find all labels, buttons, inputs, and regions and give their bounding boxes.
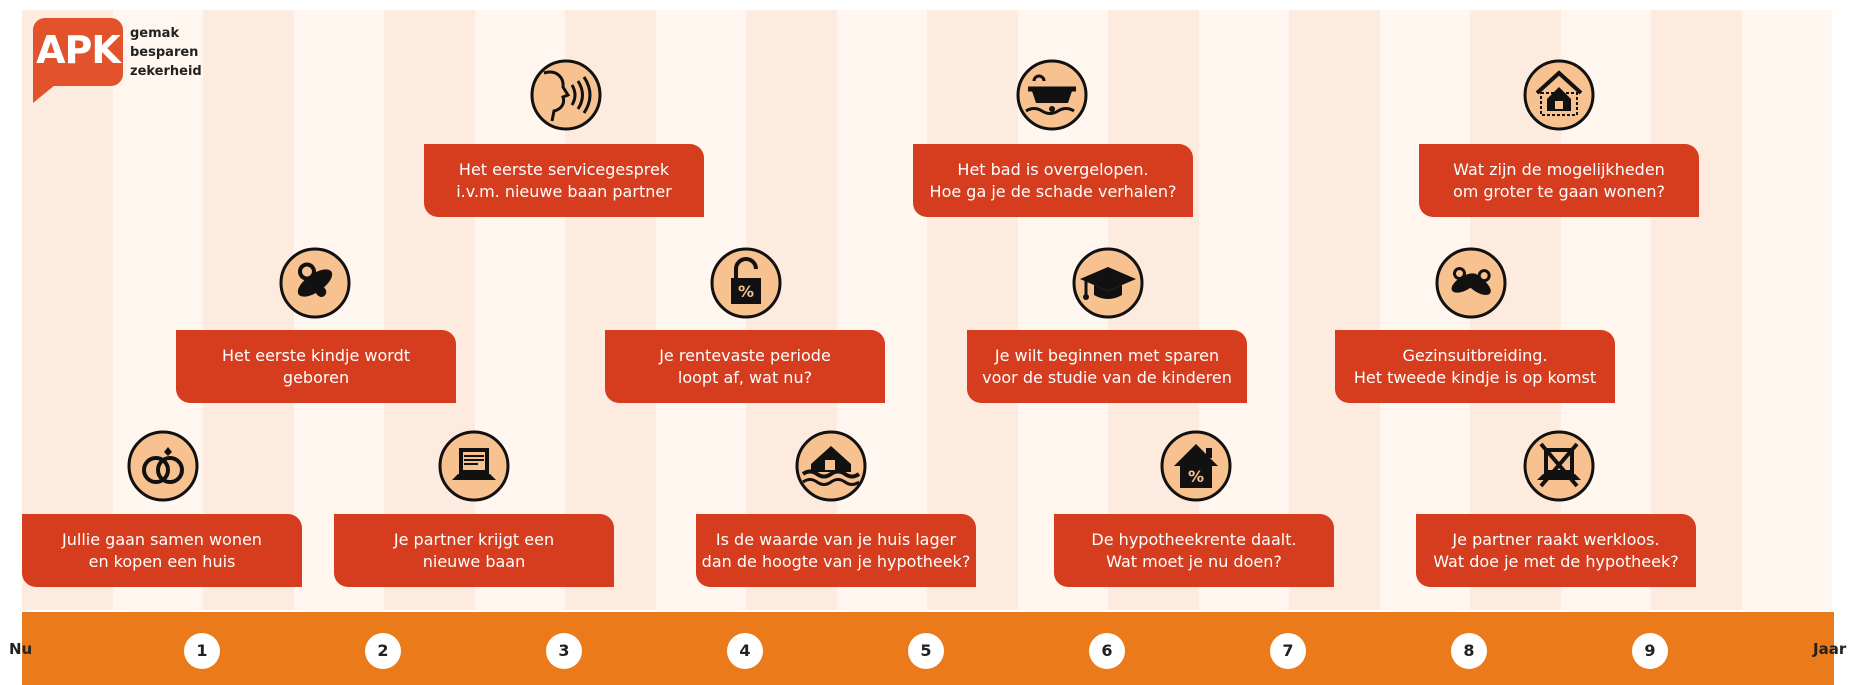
event-bubble: De hypotheekrente daalt. Wat moet je nu … bbox=[1054, 514, 1334, 587]
unlocked-percent-icon: % bbox=[710, 247, 782, 319]
event-bubble: Je partner raakt werkloos. Wat doe je me… bbox=[1416, 514, 1696, 587]
event-bubble: Is de waarde van je huis lager dan de ho… bbox=[696, 514, 976, 587]
pacifier-icon bbox=[279, 247, 351, 319]
background-stripe bbox=[112, 10, 203, 610]
year-tick: 5 bbox=[908, 633, 944, 669]
event-bubble: Het eerste servicegesprek i.v.m. nieuwe … bbox=[424, 144, 704, 217]
year-tick: 1 bbox=[184, 633, 220, 669]
apk-logo: APK bbox=[33, 18, 123, 86]
timeline-end-label: Jaar bbox=[1813, 640, 1847, 658]
overflowing-bath-icon bbox=[1016, 59, 1088, 131]
background-stripe bbox=[1198, 10, 1289, 610]
year-tick: 7 bbox=[1270, 633, 1306, 669]
event-bubble: Het bad is overgelopen. Hoe ga je de sch… bbox=[913, 144, 1193, 217]
event-bubble: Je rentevaste periode loopt af, wat nu? bbox=[605, 330, 885, 403]
event-bubble: Je wilt beginnen met sparen voor de stud… bbox=[967, 330, 1247, 403]
background-stripe bbox=[1289, 10, 1380, 610]
logo-tagline: gemak besparen zekerheid bbox=[130, 24, 202, 81]
year-tick: 9 bbox=[1632, 633, 1668, 669]
house-expand-icon bbox=[1523, 59, 1595, 131]
tagline-line: gemak bbox=[130, 26, 180, 41]
wedding-rings-icon bbox=[127, 430, 199, 502]
two-pacifiers-icon bbox=[1435, 247, 1507, 319]
house-percent-icon: % bbox=[1160, 430, 1232, 502]
logo-text: APK bbox=[36, 28, 121, 72]
background-stripe bbox=[927, 10, 1018, 610]
logo-tail bbox=[33, 85, 55, 103]
background-stripe bbox=[1741, 10, 1832, 610]
event-bubble: Je partner krijgt een nieuwe baan bbox=[334, 514, 614, 587]
event-bubble: Jullie gaan samen wonen en kopen een hui… bbox=[22, 514, 302, 587]
house-underwater-icon bbox=[795, 430, 867, 502]
event-bubble: Gezinsuitbreiding. Het tweede kindje is … bbox=[1335, 330, 1615, 403]
crossed-laptop-icon bbox=[1523, 430, 1595, 502]
speaking-face-icon bbox=[530, 59, 602, 131]
background-stripe bbox=[836, 10, 927, 610]
event-bubble: Wat zijn de mogelijkheden om groter te g… bbox=[1419, 144, 1699, 217]
year-tick: 6 bbox=[1089, 633, 1125, 669]
timeline-start-label: Nu bbox=[9, 640, 33, 658]
background-stripe bbox=[203, 10, 294, 610]
tagline-line: besparen bbox=[130, 45, 199, 60]
year-tick: 2 bbox=[365, 633, 401, 669]
background-stripe bbox=[1651, 10, 1742, 610]
svg-text:%: % bbox=[738, 282, 754, 301]
year-tick: 4 bbox=[727, 633, 763, 669]
tagline-line: zekerheid bbox=[130, 64, 202, 79]
laptop-icon bbox=[438, 430, 510, 502]
svg-text:%: % bbox=[1188, 467, 1204, 486]
event-bubble: Het eerste kindje wordt geboren bbox=[176, 330, 456, 403]
background-stripe bbox=[384, 10, 475, 610]
year-tick: 3 bbox=[546, 633, 582, 669]
year-tick: 8 bbox=[1451, 633, 1487, 669]
graduation-cap-icon bbox=[1072, 247, 1144, 319]
background-stripe bbox=[22, 10, 113, 610]
